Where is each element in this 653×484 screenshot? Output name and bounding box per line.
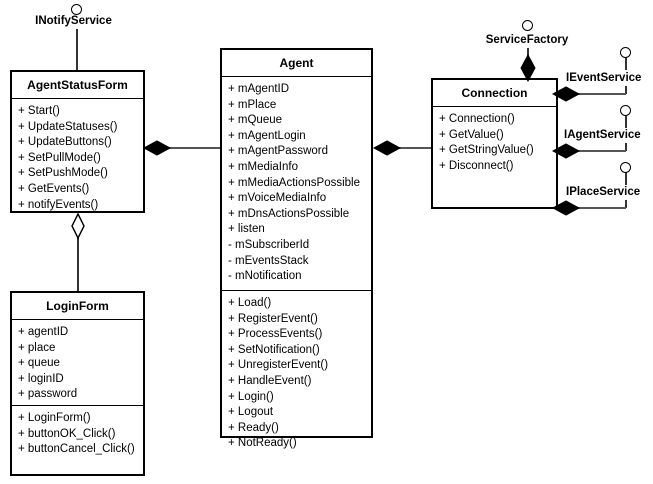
class-box-loginform[interactable]: LoginForm + agentID + place + queue + lo… xyxy=(10,291,145,476)
member-item: + Load() xyxy=(228,297,272,309)
member-item: - mSubscriberId xyxy=(228,238,310,251)
connector-agent-to-connection xyxy=(386,147,431,149)
lollipop-circle-iplaceservice xyxy=(620,162,631,173)
class-operations-loginform: + LoginForm() + buttonOK_Click() + butto… xyxy=(12,406,143,464)
lollipop-circle-servicefactory xyxy=(522,20,533,31)
member-item: + listen xyxy=(228,223,265,236)
connector-inotifyservice-to-agentstatusform xyxy=(76,29,78,70)
member-item: + mMediaInfo xyxy=(228,160,298,173)
lollipop-stem-ieventservice xyxy=(625,57,627,70)
member-item: - mNotification xyxy=(228,270,302,283)
member-item: + mQueue xyxy=(228,114,283,127)
connector-vertical-iagentservice xyxy=(625,143,627,151)
member-item: - mEventsStack xyxy=(228,254,309,267)
class-name-agent: Agent xyxy=(222,50,371,77)
interface-label-ieventservice: IEventService xyxy=(566,72,642,84)
member-item: + Ready() xyxy=(228,421,279,434)
lollipop-stem-iagentservice xyxy=(625,115,627,128)
member-item: + mAgentID xyxy=(228,83,290,95)
member-item: + password xyxy=(18,388,78,401)
class-box-connection[interactable]: Connection + Connection() + GetValue() +… xyxy=(431,78,558,209)
connector-agentstatusform-to-agent xyxy=(156,147,220,149)
class-name-loginform: LoginForm xyxy=(12,293,143,320)
member-item: + UpdateButtons() xyxy=(18,136,112,149)
class-name-connection: Connection xyxy=(433,80,556,107)
member-item: + loginID xyxy=(18,372,64,385)
member-item: + mMediaActionsPossible xyxy=(228,176,360,189)
interface-label-servicefactory: ServiceFactory xyxy=(485,34,569,46)
class-name-agentstatusform: AgentStatusForm xyxy=(12,72,143,99)
interface-label-iagentservice: IAgentService xyxy=(564,129,641,141)
member-item: + SetPullMode() xyxy=(18,151,101,164)
member-item: + GetValue() xyxy=(439,128,504,141)
member-item: + RegisterEvent() xyxy=(228,312,318,325)
member-item: + Disconnect() xyxy=(439,159,514,172)
member-item: + UnregisterEvent() xyxy=(228,359,329,372)
class-operations-agentstatusform: + Start() + UpdateStatuses() + UpdateBut… xyxy=(12,99,143,219)
lollipop-circle-inotifyservice xyxy=(71,4,82,15)
class-operations-agent: + Load() + RegisterEvent() + ProcessEven… xyxy=(222,291,371,458)
member-item: + Connection() xyxy=(439,113,515,125)
lollipop-stem-iplaceservice xyxy=(625,172,627,185)
connector-vertical-iplaceservice xyxy=(625,200,627,208)
class-attributes-loginform: + agentID + place + queue + loginID + pa… xyxy=(12,320,143,406)
member-item: + SetNotification() xyxy=(228,343,320,356)
lollipop-circle-iagentservice xyxy=(620,105,631,116)
member-item: + agentID xyxy=(18,326,69,338)
member-item: + mVoiceMediaInfo xyxy=(228,192,327,205)
member-item: + buttonOK_Click() xyxy=(18,427,116,440)
member-item: + GetStringValue() xyxy=(439,144,534,157)
member-item: + SetPushMode() xyxy=(18,167,108,180)
member-item: + queue xyxy=(18,357,60,370)
connector-agentstatusform-to-loginform xyxy=(77,237,79,291)
connector-vertical-ieventservice xyxy=(625,86,627,94)
member-item: + HandleEvent() xyxy=(228,374,312,387)
member-item: + GetEvents() xyxy=(18,182,90,195)
class-box-agentstatusform[interactable]: AgentStatusForm + Start() + UpdateStatus… xyxy=(10,70,145,213)
interface-label-iplaceservice: IPlaceService xyxy=(566,186,641,198)
interface-label-inotifyservice: INotifyService xyxy=(35,15,112,27)
member-item: + mAgentLogin xyxy=(228,129,306,142)
member-item: + UpdateStatuses() xyxy=(18,120,118,133)
member-item: + notifyEvents() xyxy=(18,198,99,211)
member-item: + mAgentPassword xyxy=(228,145,329,158)
member-item: + Start() xyxy=(18,105,60,117)
member-item: + LoginForm() xyxy=(18,412,91,424)
member-item: + ProcessEvents() xyxy=(228,328,323,341)
member-item: + place xyxy=(18,341,56,354)
member-item: + Logout xyxy=(228,406,274,419)
connector-connection-to-ieventservice xyxy=(565,93,626,95)
member-item: + mPlace xyxy=(228,98,277,111)
connector-connection-to-iplaceservice xyxy=(565,207,626,209)
member-item: + NotReady() xyxy=(228,437,297,450)
member-item: + Login() xyxy=(228,390,274,403)
lollipop-circle-ieventservice xyxy=(620,47,631,58)
member-item: + mDnsActionsPossible xyxy=(228,207,350,220)
connector-connection-to-iagentservice xyxy=(565,150,626,152)
class-box-agent[interactable]: Agent + mAgentID + mPlace + mQueue + mAg… xyxy=(220,48,373,449)
class-attributes-agent: + mAgentID + mPlace + mQueue + mAgentLog… xyxy=(222,77,371,291)
member-item: + buttonCancel_Click() xyxy=(18,443,135,456)
class-operations-connection: + Connection() + GetValue() + GetStringV… xyxy=(433,107,556,180)
